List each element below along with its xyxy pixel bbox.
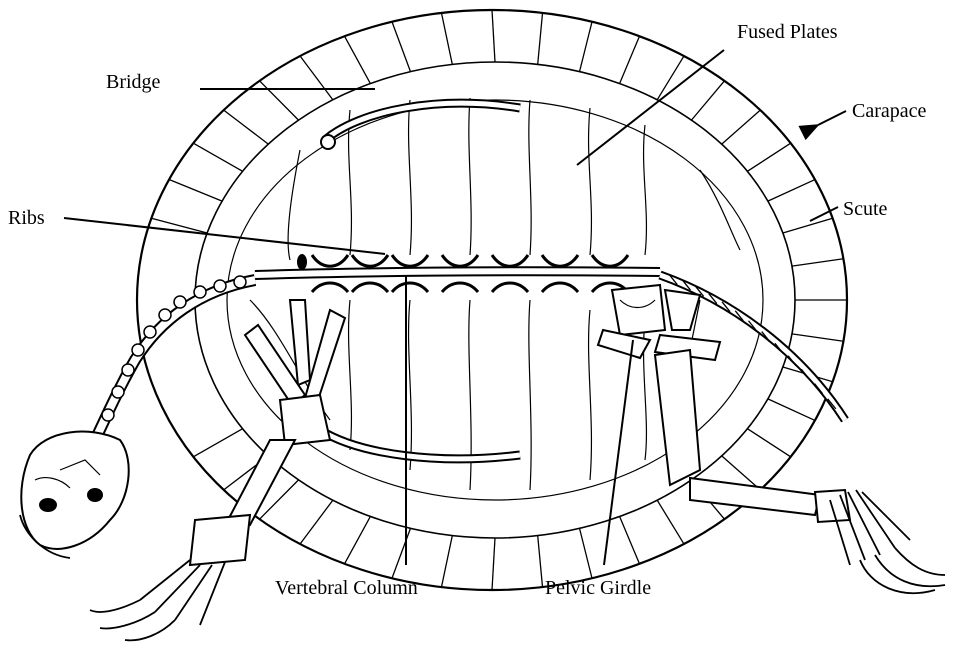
front-foot: [90, 560, 225, 640]
neck-vertebra: [122, 364, 134, 376]
label-carapace: Carapace: [852, 100, 927, 122]
neck-vertebra: [194, 286, 206, 298]
label-vertebral-column: Vertebral Column: [275, 577, 418, 599]
neck-vertebra: [132, 344, 144, 356]
neck-vertebra: [144, 326, 156, 338]
neck-vertebra: [102, 409, 114, 421]
neck-vertebra: [214, 280, 226, 292]
label-ribs: Ribs: [8, 207, 45, 229]
label-scute: Scute: [843, 198, 888, 220]
neck-vertebra: [112, 386, 124, 398]
neck-vertebra: [174, 296, 186, 308]
label-pelvic-girdle: Pelvic Girdle: [545, 577, 651, 599]
label-bridge: Bridge: [106, 71, 161, 93]
neck-vertebra: [159, 309, 171, 321]
label-fused-plates: Fused Plates: [737, 21, 838, 43]
carapace-arrow: [818, 111, 846, 125]
neck-vertebra: [234, 276, 246, 288]
